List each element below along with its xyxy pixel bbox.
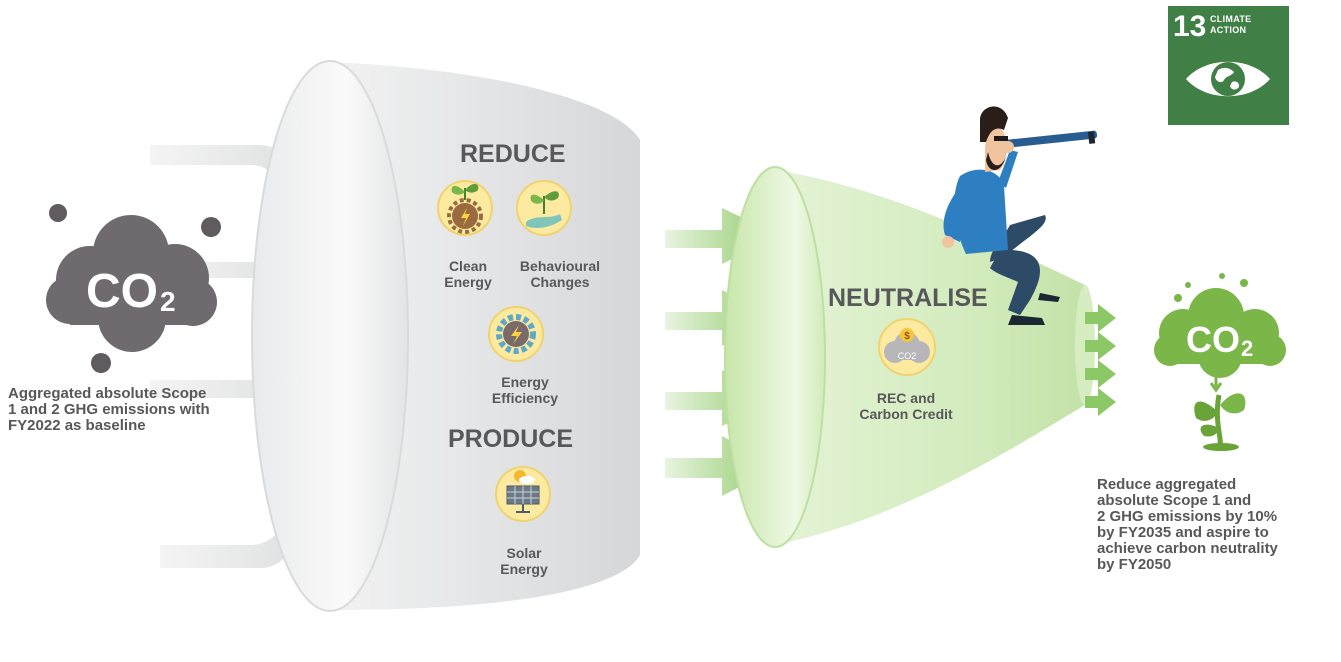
outgoing-arrow [1085,332,1116,360]
outgoing-arrow [1085,304,1116,332]
sdg-title-line2: ACTION [1210,25,1247,35]
target-caption-line: by FY2050 [1097,556,1171,573]
outgoing-arrow [1085,360,1116,388]
neutralise-heading: NEUTRALISE [828,284,988,312]
emissions-cloud-icon: CO2 [46,204,221,373]
target-caption-line: 2 GHG emissions by 10% [1097,508,1277,525]
reduce-heading: REDUCE [460,140,566,168]
solar-panel-icon [495,466,551,522]
green-co2-plant-icon: CO2 [1154,273,1286,451]
produce-heading: PRODUCE [448,425,573,453]
transfer-arrow [665,208,780,264]
sdg-13-climate-action-badge: 13 CLIMATE ACTION [1168,6,1289,125]
carbon-credit-co2-label: CO2 [898,351,917,361]
sdg-number: 13 [1173,10,1207,43]
person-with-telescope-icon [942,106,1098,325]
target-caption: Reduce aggregated absolute Scope 1 and 2… [1097,476,1279,573]
transfer-arrow [665,290,780,346]
target-caption-line: Reduce aggregated [1097,476,1236,493]
sdg-title-line1: CLIMATE [1210,14,1252,24]
baseline-caption-line: Aggregated absolute Scope [8,385,206,402]
energy-efficiency-icon [488,306,544,362]
behavioural-changes-icon [516,180,572,236]
outgoing-arrow [1085,388,1116,416]
baseline-caption-line: 1 and 2 GHG emissions with [8,401,210,418]
carbon-credit-dollar-label: $ [904,331,910,342]
outgoing-arrows [1085,304,1116,416]
carbon-credit-cloud-icon: $ CO2 [878,318,936,376]
transfer-arrow [665,370,780,426]
transfer-arrows [665,208,780,496]
target-caption-line: achieve carbon neutrality [1097,540,1279,557]
baseline-caption-line: FY2022 as baseline [8,417,146,434]
reduce-produce-funnel [251,60,640,612]
target-caption-line: absolute Scope 1 and [1097,492,1251,509]
left-co2-label: CO2 [86,265,176,318]
clean-energy-icon [437,180,493,236]
eye-globe-icon [1186,61,1270,97]
transfer-arrow [665,436,780,496]
right-co2-label: CO2 [1186,319,1253,361]
target-caption-line: by FY2035 and aspire to [1097,524,1269,541]
